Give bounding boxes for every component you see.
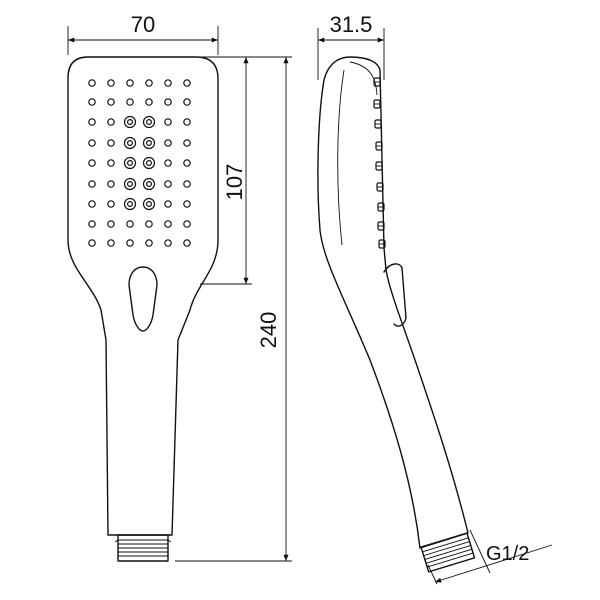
spray-nozzle-inner: [146, 160, 153, 167]
thread-dimension: G1/2: [427, 529, 553, 585]
spray-nozzle: [88, 118, 96, 126]
spray-nozzle: [164, 79, 172, 87]
spray-nozzle: [107, 200, 115, 208]
spray-nozzle: [107, 220, 115, 228]
spray-nozzle: [107, 159, 115, 167]
spray-nozzle-inner: [126, 181, 133, 188]
side-face-line: [337, 69, 345, 246]
total-length-dimension-label: 240: [256, 312, 281, 349]
spray-nozzle: [88, 239, 96, 247]
spray-nozzle: [183, 139, 191, 147]
spray-nozzle: [164, 98, 172, 106]
spray-nozzle: [183, 200, 191, 208]
spray-nozzle: [183, 239, 191, 247]
spray-nozzle: [145, 98, 153, 106]
spray-nozzle: [183, 79, 191, 87]
spray-nozzle: [123, 197, 137, 211]
spray-nozzle-inner: [126, 201, 133, 208]
spray-nozzle: [126, 220, 134, 228]
head-height-dimension: 107: [200, 56, 252, 285]
spray-nozzle: [88, 98, 96, 106]
side-trigger-button: [383, 263, 407, 327]
side-body-outline: [317, 56, 469, 549]
spray-nozzle: [107, 180, 115, 188]
spray-nozzle: [142, 197, 156, 211]
spray-nozzle: [126, 79, 134, 87]
spray-nozzle: [107, 98, 115, 106]
spray-nozzle: [142, 136, 156, 150]
depth-dimension-label: 31.5: [330, 12, 373, 37]
spray-nozzle: [88, 220, 96, 228]
spray-nozzle: [142, 177, 156, 191]
front-view: 70 107 240: [67, 12, 292, 562]
spray-nozzle: [183, 98, 191, 106]
spray-nozzle: [164, 118, 172, 126]
spray-nozzle: [107, 79, 115, 87]
spray-nozzle-grid: [88, 79, 191, 247]
spray-nozzle: [164, 239, 172, 247]
spray-nozzle: [145, 220, 153, 228]
spray-nozzle: [142, 115, 156, 129]
spray-nozzle: [88, 79, 96, 87]
spray-nozzle: [183, 220, 191, 228]
spray-nozzle-inner: [146, 181, 153, 188]
spray-nozzle: [123, 115, 137, 129]
depth-dimension: 31.5: [317, 12, 385, 80]
spray-nozzle-inner: [146, 201, 153, 208]
spray-nozzle: [183, 180, 191, 188]
side-view: 31.5 G1/2: [317, 12, 553, 585]
width-dimension: 70: [67, 12, 219, 55]
side-thread-connector: [420, 532, 476, 573]
side-inner-lip: [349, 61, 378, 96]
head-height-dimension-label: 107: [222, 164, 247, 201]
spray-nozzle-inner: [126, 118, 133, 125]
total-length-dimension: 240: [175, 56, 292, 562]
spray-nozzle: [88, 180, 96, 188]
spray-nozzle: [123, 136, 137, 150]
spray-nozzle-inner: [146, 118, 153, 125]
spray-nozzle: [142, 156, 156, 170]
spray-nozzle: [126, 98, 134, 106]
front-thread-connector: [114, 534, 172, 562]
spray-nozzle: [123, 177, 137, 191]
spray-nozzle-inner: [126, 160, 133, 167]
spray-nozzle: [145, 79, 153, 87]
spray-nozzle: [164, 139, 172, 147]
width-dimension-label: 70: [131, 12, 155, 37]
spray-nozzle: [126, 239, 134, 247]
spray-nozzle: [164, 180, 172, 188]
spray-nozzle: [107, 118, 115, 126]
front-body-outline: [67, 56, 219, 536]
spray-nozzle: [88, 159, 96, 167]
spray-nozzle: [88, 139, 96, 147]
spray-nozzle: [145, 239, 153, 247]
spray-nozzle: [88, 200, 96, 208]
spray-nozzle: [107, 139, 115, 147]
spray-nozzle: [107, 239, 115, 247]
paddle-eye-opening: [128, 266, 158, 332]
spray-nozzle: [164, 200, 172, 208]
side-nozzle-pins: [373, 77, 386, 249]
spray-nozzle: [183, 118, 191, 126]
thread-dimension-label: G1/2: [486, 543, 529, 565]
spray-nozzle: [164, 220, 172, 228]
spray-nozzle-inner: [146, 140, 153, 147]
spray-nozzle: [164, 159, 172, 167]
spray-nozzle: [123, 156, 137, 170]
spray-nozzle: [183, 159, 191, 167]
spray-nozzle-inner: [126, 140, 133, 147]
